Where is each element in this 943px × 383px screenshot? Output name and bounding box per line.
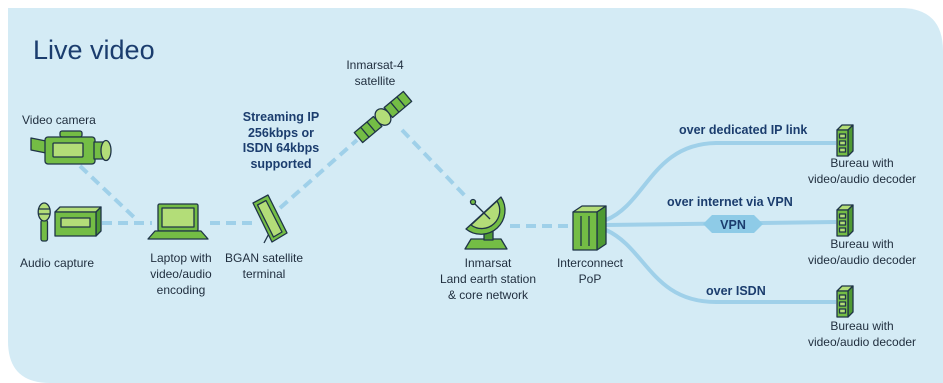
microphone-icon xyxy=(37,202,51,242)
satellite-terminal-icon xyxy=(252,194,288,244)
decoder-slot xyxy=(838,133,847,139)
camera-lens xyxy=(100,139,112,162)
audio-device-display xyxy=(60,217,91,228)
microphone-grille xyxy=(38,208,50,215)
camera-handle xyxy=(59,130,83,138)
camera-side-panel xyxy=(52,142,84,158)
decoder-slot xyxy=(838,140,847,146)
microphone-handle xyxy=(40,219,49,242)
dish-feed xyxy=(469,198,477,206)
bureau-label: Bureau with video/audio decoder xyxy=(807,319,917,349)
contribution-links xyxy=(78,128,571,228)
laptop-display xyxy=(161,207,195,228)
decoder-side xyxy=(847,204,854,237)
server-rack-icon xyxy=(572,205,607,251)
bureau-label: Bureau with video/audio decoder xyxy=(807,237,917,267)
microphone-head xyxy=(37,202,51,222)
satellite-body xyxy=(374,108,392,126)
decoder-icon xyxy=(836,124,854,157)
terminal-panel-face xyxy=(256,199,283,238)
satellite-panel-grid xyxy=(360,96,406,138)
satellite-label: Inmarsat-4 satellite xyxy=(346,58,404,88)
route-vpn-label: over internet via VPN xyxy=(667,195,793,209)
vpn-badge-shape xyxy=(703,215,763,233)
laptop-label: Laptop with video/audio encoding xyxy=(150,251,212,297)
decoder-side xyxy=(847,285,854,318)
audio-capture-device-icon xyxy=(54,206,102,237)
audio-capture-label: Audio capture xyxy=(20,256,95,270)
satellite-icon xyxy=(353,90,413,144)
decoder-slot xyxy=(838,301,847,307)
route-isdn-line xyxy=(605,228,836,304)
audio-device-side xyxy=(95,206,102,237)
pop-front xyxy=(572,211,598,251)
page-title: Live video xyxy=(33,35,155,65)
laptop-keyboard xyxy=(147,230,209,240)
route-dedicated-ip-label: over dedicated IP link xyxy=(679,123,808,137)
decoder-slot xyxy=(838,227,847,233)
decoder-slot xyxy=(838,308,847,314)
decoder-slot xyxy=(838,220,847,226)
vpn-badge-label: VPN xyxy=(720,218,746,232)
background-panel xyxy=(8,8,943,383)
decoder-side xyxy=(847,124,854,157)
decoder-slot xyxy=(838,147,847,153)
interconnect-pop-label: Interconnect PoP xyxy=(556,256,624,286)
satellite-dish-icon xyxy=(464,196,508,250)
streaming-note: Streaming IP 256kbps or ISDN 64kbps supp… xyxy=(242,110,320,172)
bgan-terminal-label: BGAN satellite terminal xyxy=(224,251,304,281)
video-camera-label: Video camera xyxy=(22,113,96,127)
pop-side xyxy=(596,205,607,251)
decoder-icon xyxy=(836,204,854,237)
decoder-slot xyxy=(838,213,847,219)
camera-viewfinder xyxy=(30,137,47,154)
link-camera-to-laptop xyxy=(78,164,140,223)
dish-feed-arm xyxy=(473,202,491,220)
bureau-label: Bureau with video/audio decoder xyxy=(807,156,917,186)
route-isdn-label: over ISDN xyxy=(706,284,766,298)
laptop-icon xyxy=(147,203,209,240)
route-dedicated-ip-line xyxy=(605,141,836,222)
video-camera-icon xyxy=(30,130,112,165)
land-earth-station-label: Inmarsat Land earth station & core netwo… xyxy=(439,256,537,302)
decoder-slot xyxy=(838,294,847,300)
decoder-icon xyxy=(836,285,854,318)
pop-front-seams xyxy=(580,216,590,246)
link-terminal-to-satellite xyxy=(278,138,359,210)
audio-device-top xyxy=(54,206,102,213)
